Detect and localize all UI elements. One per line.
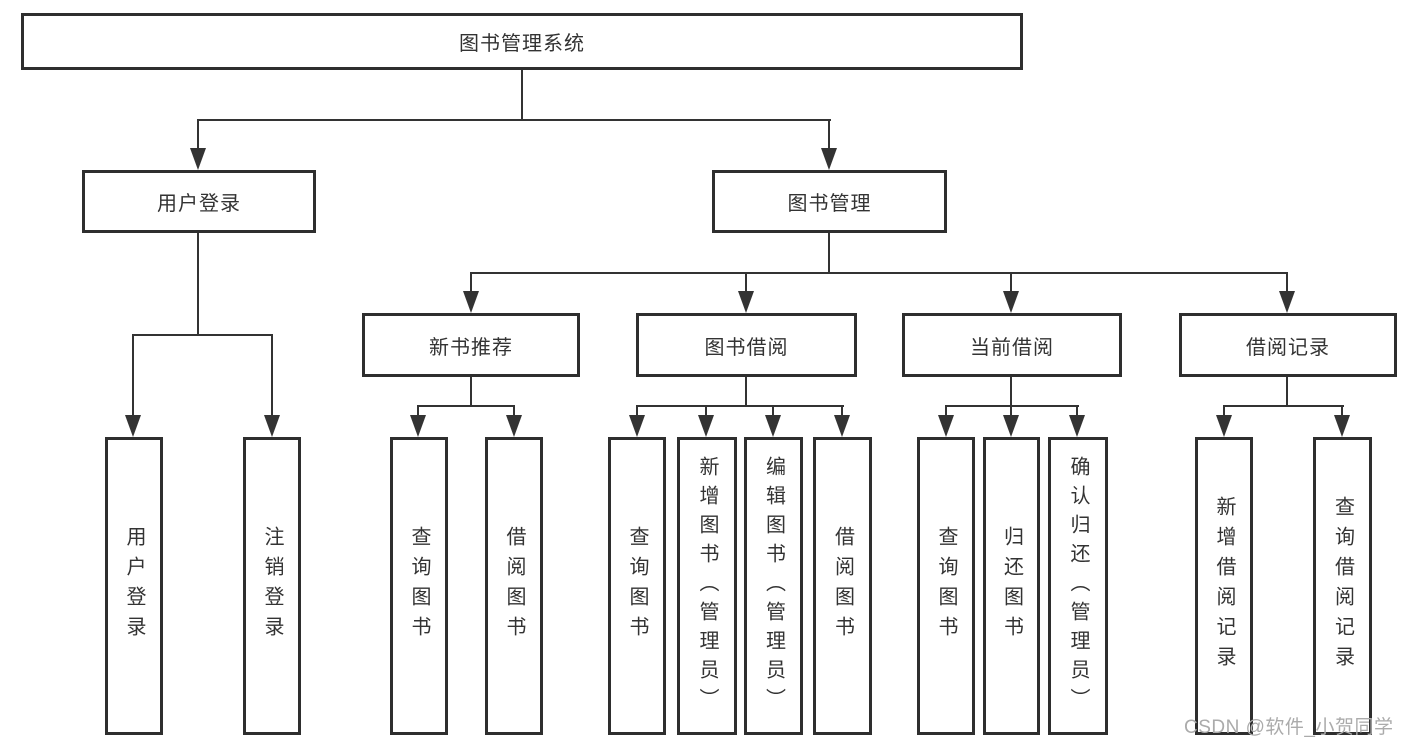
arrow-down-icon bbox=[1216, 415, 1232, 437]
arrow-down-icon bbox=[1003, 291, 1019, 313]
connector-line bbox=[745, 272, 747, 294]
connector-line bbox=[417, 405, 515, 407]
connector-line bbox=[271, 334, 273, 417]
arrow-down-icon bbox=[463, 291, 479, 313]
arrow-down-icon bbox=[190, 148, 206, 170]
leaf-query-books-1: 查询图书 bbox=[390, 437, 448, 735]
arrow-down-icon bbox=[765, 415, 781, 437]
connector-line bbox=[470, 377, 472, 407]
arrow-down-icon bbox=[1334, 415, 1350, 437]
leaf-return-books: 归还图书 bbox=[983, 437, 1040, 735]
watermark: CSDN @软件_小贺同学 bbox=[1184, 717, 1394, 738]
arrow-down-icon bbox=[1279, 291, 1295, 313]
connector-line bbox=[1010, 272, 1012, 294]
arrow-down-icon bbox=[506, 415, 522, 437]
node-user-login: 用户登录 bbox=[82, 170, 316, 233]
connector-line bbox=[828, 119, 830, 155]
arrow-down-icon bbox=[410, 415, 426, 437]
connector-line bbox=[1341, 405, 1343, 419]
connector-line bbox=[772, 405, 774, 419]
node-book-borrow: 图书借阅 bbox=[636, 313, 857, 377]
connector-line bbox=[1223, 405, 1344, 407]
arrow-down-icon bbox=[938, 415, 954, 437]
leaf-confirm-return-admin: 确认归还（管理员） bbox=[1048, 437, 1108, 735]
connector-line bbox=[745, 377, 747, 407]
node-borrow-records: 借阅记录 bbox=[1179, 313, 1397, 377]
leaf-user-login: 用户登录 bbox=[105, 437, 163, 735]
arrow-down-icon bbox=[738, 291, 754, 313]
node-current-borrow: 当前借阅 bbox=[902, 313, 1122, 377]
connector-line bbox=[513, 405, 515, 419]
connector-line bbox=[1286, 272, 1288, 294]
connector-line bbox=[470, 272, 1288, 274]
connector-line bbox=[521, 70, 523, 120]
leaf-query-books-3: 查询图书 bbox=[917, 437, 975, 735]
arrow-down-icon bbox=[834, 415, 850, 437]
connector-line bbox=[132, 334, 134, 417]
node-book-management: 图书管理 bbox=[712, 170, 947, 233]
connector-line bbox=[945, 405, 947, 419]
connector-line bbox=[636, 405, 844, 407]
leaf-borrow-books-2: 借阅图书 bbox=[813, 437, 872, 735]
connector-line bbox=[470, 272, 472, 294]
leaf-borrow-books-1: 借阅图书 bbox=[485, 437, 543, 735]
arrow-down-icon bbox=[1003, 415, 1019, 437]
leaf-add-borrow-record: 新增借阅记录 bbox=[1195, 437, 1253, 735]
arrow-down-icon bbox=[264, 415, 280, 437]
leaf-logout: 注销登录 bbox=[243, 437, 301, 735]
leaf-add-books-admin: 新增图书（管理员） bbox=[677, 437, 737, 735]
connector-line bbox=[945, 405, 1079, 407]
node-root: 图书管理系统 bbox=[21, 13, 1023, 70]
connector-line bbox=[705, 405, 707, 419]
connector-line bbox=[417, 405, 419, 419]
connector-line bbox=[1010, 377, 1012, 407]
leaf-edit-books-admin: 编辑图书（管理员） bbox=[744, 437, 803, 735]
arrow-down-icon bbox=[821, 148, 837, 170]
arrow-down-icon bbox=[125, 415, 141, 437]
connector-line bbox=[197, 119, 199, 155]
arrow-down-icon bbox=[698, 415, 714, 437]
arrow-down-icon bbox=[629, 415, 645, 437]
connector-line bbox=[1286, 377, 1288, 407]
connector-line bbox=[1010, 405, 1012, 419]
connector-line bbox=[197, 233, 199, 336]
connector-line bbox=[1076, 405, 1078, 419]
connector-line bbox=[828, 233, 830, 274]
connector-line bbox=[636, 405, 638, 419]
node-new-book-recommend: 新书推荐 bbox=[362, 313, 580, 377]
connector-line bbox=[198, 119, 831, 121]
arrow-down-icon bbox=[1069, 415, 1085, 437]
connector-line bbox=[841, 405, 843, 419]
leaf-query-borrow-record: 查询借阅记录 bbox=[1313, 437, 1372, 735]
connector-line bbox=[132, 334, 273, 336]
connector-line bbox=[1223, 405, 1225, 419]
leaf-query-books-2: 查询图书 bbox=[608, 437, 666, 735]
